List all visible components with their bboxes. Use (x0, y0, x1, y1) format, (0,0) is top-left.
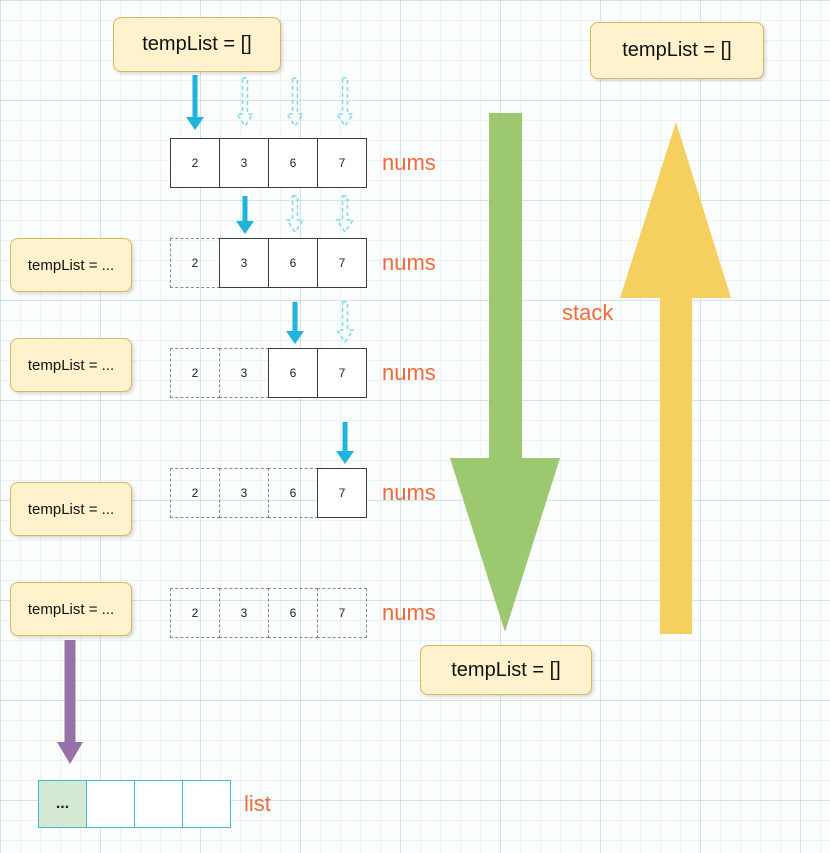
templist-box-label: tempList = ... (27, 600, 115, 618)
array-cell: 6 (268, 348, 318, 398)
array-cell: 6 (268, 138, 318, 188)
templist-box-left-4: tempList = ... (10, 582, 132, 636)
down-arrow-solid-icon (286, 302, 304, 344)
templist-box-label: tempList = ... (27, 356, 115, 374)
stack-push-down-arrow-icon (450, 113, 560, 632)
list-cell (86, 780, 135, 828)
array-cell: 7 (317, 238, 367, 288)
array-cell: 3 (219, 468, 269, 518)
nums-array-row-2: 2 3 6 7 nums (170, 238, 436, 288)
nums-array-row-5: 2 3 6 7 nums (170, 588, 436, 638)
array-cell: 3 (219, 588, 269, 638)
cyan-dashed-arrows (235, 77, 355, 344)
templist-box-label: tempList = [] (142, 33, 252, 55)
stack-pop-up-arrow-icon (620, 122, 731, 634)
array-cell: 2 (170, 468, 220, 518)
templist-box-left-3: tempList = ... (10, 482, 132, 536)
down-arrow-dashed-icon (285, 77, 305, 128)
list-cell (134, 780, 183, 828)
nums-label: nums (382, 600, 436, 625)
down-arrow-solid-icon (336, 422, 354, 464)
templist-box-top-left: tempList = [] (113, 17, 281, 72)
templist-box-top-right: tempList = [] (590, 22, 764, 79)
nums-label: nums (382, 250, 436, 275)
down-arrow-solid-icon (236, 196, 254, 234)
array-cell: 3 (219, 238, 269, 288)
nums-array-row-4: 2 3 6 7 nums (170, 468, 436, 518)
templist-box-left-1: tempList = ... (10, 238, 132, 292)
nums-array-row-3: 2 3 6 7 nums (170, 348, 436, 398)
array-cell: 7 (317, 138, 367, 188)
array-cell: 3 (219, 138, 269, 188)
nums-label: nums (382, 360, 436, 385)
templist-box-left-2: tempList = ... (10, 338, 132, 392)
array-cell: 6 (268, 588, 318, 638)
templist-box-label: tempList = ... (27, 500, 115, 518)
down-arrow-solid-icon (186, 75, 204, 130)
list-cell (182, 780, 231, 828)
down-arrow-dashed-icon (235, 77, 255, 128)
array-cell: 7 (317, 468, 367, 518)
array-cell: 3 (219, 348, 269, 398)
list-cell-filled: ... (38, 780, 87, 828)
templist-box-label: tempList = ... (27, 256, 115, 274)
array-cell: 2 (170, 138, 220, 188)
down-arrow-dashed-icon (335, 195, 355, 234)
list-row: ... list (38, 780, 271, 828)
array-cell: 6 (268, 468, 318, 518)
templist-box-bottom-center: tempList = [] (420, 645, 592, 695)
nums-label: nums (382, 480, 436, 505)
array-cell: 2 (170, 348, 220, 398)
down-arrow-dashed-icon (285, 195, 305, 234)
templist-box-label: tempList = [] (451, 658, 561, 681)
nums-label: nums (382, 150, 436, 175)
down-arrow-dashed-icon (335, 77, 355, 128)
array-cell: 6 (268, 238, 318, 288)
templist-box-label: tempList = [] (622, 39, 732, 61)
list-label: list (244, 791, 271, 816)
nums-array-row-1: 2 3 6 7 nums (170, 138, 436, 188)
array-cell: 2 (170, 238, 220, 288)
stack-label: stack (562, 300, 614, 325)
array-cell: 7 (317, 348, 367, 398)
array-cell: 2 (170, 588, 220, 638)
to-list-down-arrow-icon (57, 640, 83, 764)
down-arrow-dashed-icon (335, 301, 355, 344)
array-cell: 7 (317, 588, 367, 638)
